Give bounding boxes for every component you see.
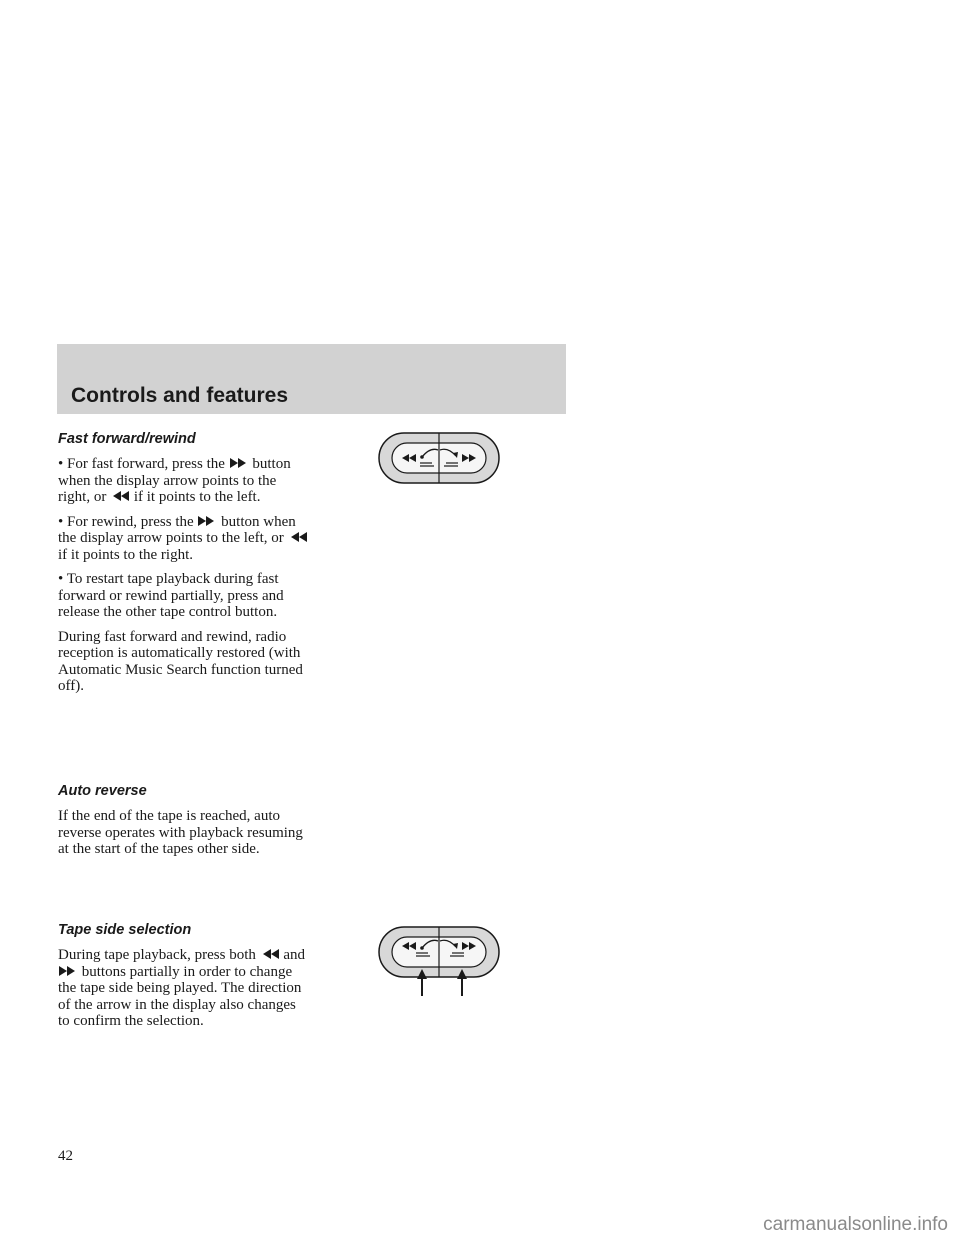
- tape-side-section: Tape side selection During tape playback…: [58, 921, 308, 1038]
- bullet-fast-forward: • For fast forward, press the button whe…: [58, 456, 308, 506]
- fast-forward-icon: [59, 965, 75, 976]
- rewind-icon: [402, 454, 416, 462]
- bullet-mark: •: [58, 456, 64, 472]
- paragraph-text-post: buttons partially in order to change the…: [58, 963, 302, 1030]
- paragraph-text-mid: and: [283, 947, 306, 963]
- tape-side-selection-figure: [378, 926, 500, 996]
- bullet-rewind: • For rewind, press the button when the …: [58, 514, 308, 564]
- bullet-text-mid: button when the display arrow points to …: [58, 456, 291, 505]
- fast-forward-icon: [229, 458, 246, 468]
- auto-reverse-section: Auto reverse If the end of the tape is r…: [58, 782, 308, 866]
- bullet-restart-playback: • To restart tape playback during fast f…: [58, 571, 308, 621]
- tape-control-button-figure: [378, 432, 500, 484]
- bullet-text-pre: For fast forward, press the: [67, 456, 225, 472]
- paragraph-tape-side: During tape playback, press both and but…: [58, 947, 308, 1030]
- rewind-icon: [290, 532, 307, 542]
- section-title-tape-side: Tape side selection: [58, 922, 192, 938]
- paragraph-radio-reception: During fast forward and rewind, radio re…: [58, 628, 303, 695]
- fast-forward-icon: [462, 454, 476, 462]
- bullet-text: To restart tape playback during fast for…: [58, 571, 284, 620]
- rewind-icon: [402, 942, 416, 950]
- bullet-text-post: if it points to the left.: [133, 489, 261, 505]
- section-header-band: Controls and features: [57, 344, 566, 414]
- bullet-text-mid: button when the display arrow points to …: [58, 513, 296, 547]
- bullet-mark: •: [58, 571, 64, 587]
- rewind-icon: [113, 491, 130, 501]
- up-arrow-icon: [457, 969, 467, 996]
- fast-forward-icon: [198, 515, 215, 526]
- fast-forward-rewind-section: Fast forward/rewind • For fast forward, …: [58, 430, 308, 703]
- up-arrow-icon: [417, 969, 427, 996]
- section-title-fast-forward: Fast forward/rewind: [58, 431, 196, 447]
- footer-watermark[interactable]: carmanualsonline.info: [763, 1214, 948, 1235]
- bullet-text-post: if it points to the right.: [58, 546, 193, 563]
- rewind-icon: [262, 949, 279, 959]
- section-title-auto-reverse: Auto reverse: [58, 783, 147, 799]
- fast-forward-icon: [462, 942, 476, 950]
- paragraph-auto-reverse: If the end of the tape is reached, auto …: [58, 808, 303, 857]
- bullet-text-pre: For rewind, press the: [67, 513, 194, 530]
- page-number: 42: [58, 1148, 73, 1164]
- bullet-mark: •: [58, 513, 64, 530]
- page-title: Controls and features: [71, 384, 289, 407]
- paragraph-text-pre: During tape playback, press both: [58, 947, 256, 963]
